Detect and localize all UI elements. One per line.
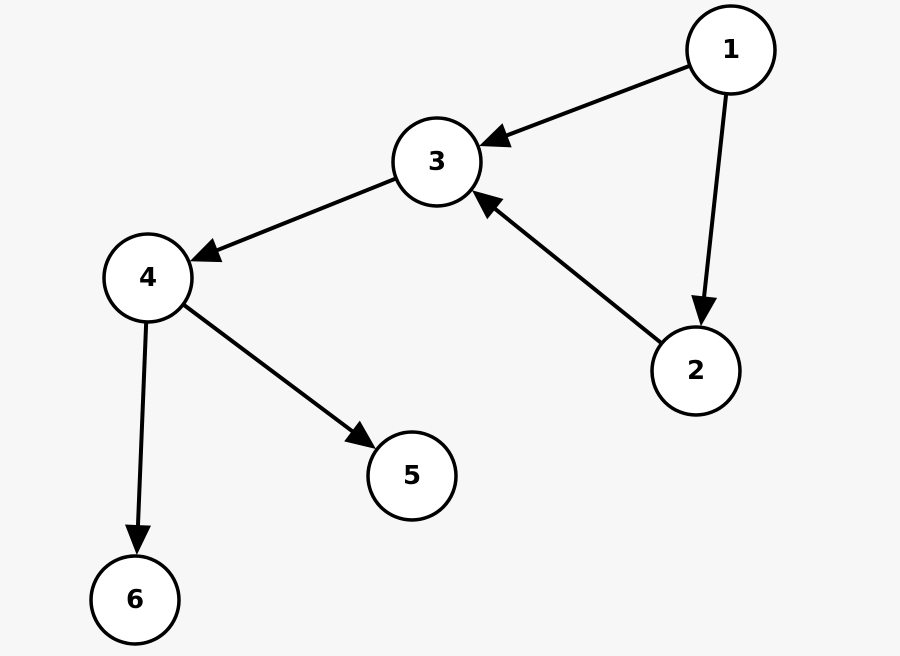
arrowhead-icon <box>344 420 376 449</box>
edge-line <box>135 321 149 528</box>
node-circle <box>366 430 458 522</box>
edge-3-to-4 <box>189 176 397 263</box>
node-circle <box>650 325 742 417</box>
nodes-layer: 1 2 3 4 5 6 <box>89 4 777 646</box>
node-label: 1 <box>722 35 740 65</box>
node-4: 4 <box>102 232 194 324</box>
node-label: 5 <box>403 461 421 491</box>
arrowhead-icon <box>472 190 504 220</box>
node-label: 4 <box>139 263 157 293</box>
node-circle <box>685 4 777 96</box>
arrowhead-icon <box>125 524 151 555</box>
node-1: 1 <box>685 4 777 96</box>
edge-line <box>492 206 664 345</box>
arrowhead-icon <box>479 123 512 148</box>
edge-1-to-2 <box>691 93 729 327</box>
arrowhead-icon <box>691 295 718 327</box>
edge-2-to-3 <box>472 190 664 345</box>
node-circle <box>102 232 194 324</box>
node-circle <box>391 116 483 208</box>
edge-4-to-5 <box>181 302 376 449</box>
node-circle <box>89 554 181 646</box>
node-label: 3 <box>428 147 446 177</box>
edge-1-to-3 <box>479 63 691 148</box>
edge-line <box>181 302 355 434</box>
edges-layer <box>125 63 729 555</box>
edge-line <box>214 176 397 253</box>
edge-line <box>504 63 691 138</box>
node-5: 5 <box>366 430 458 522</box>
node-2: 2 <box>650 325 742 417</box>
edge-line <box>701 93 729 299</box>
node-6: 6 <box>89 554 181 646</box>
node-label: 2 <box>687 356 705 386</box>
arrowhead-icon <box>189 238 223 263</box>
node-3: 3 <box>391 116 483 208</box>
edge-4-to-6 <box>125 321 151 555</box>
node-label: 6 <box>126 585 144 615</box>
